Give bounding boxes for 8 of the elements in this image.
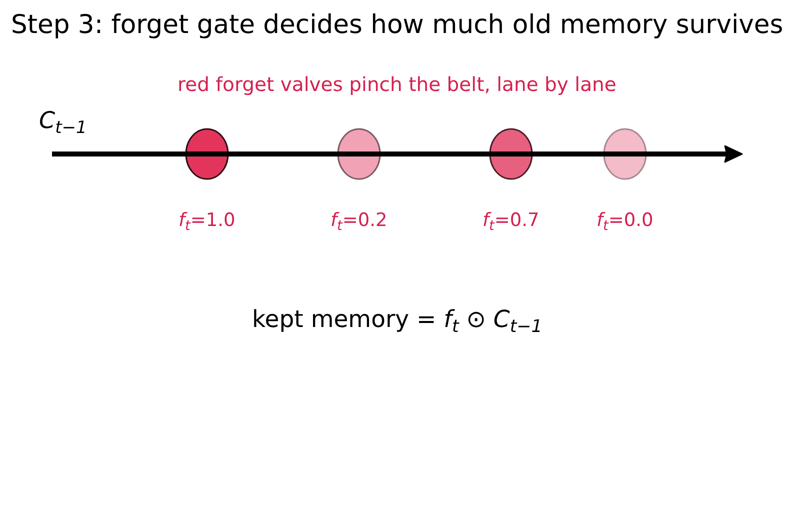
gate-value-label: f$_{t}$=0.2 xyxy=(330,210,388,231)
gate-value-label: f$_{t}$=0.7 xyxy=(482,210,540,231)
formula-text: kept memory = f$_{t}$ ⊙ C$_{t−1}$ xyxy=(252,306,542,333)
subtitle-note: red forget valves pinch the belt, lane by lane xyxy=(178,74,616,96)
gate-value-label: f$_{t}$=0.0 xyxy=(596,210,654,231)
gate-value-label: f$_{t}$=1.0 xyxy=(178,210,236,231)
diagram-title: Step 3: forget gate decides how much old memory survives xyxy=(11,11,784,41)
cell-state-label: C$_{t−1}$ xyxy=(39,108,87,134)
